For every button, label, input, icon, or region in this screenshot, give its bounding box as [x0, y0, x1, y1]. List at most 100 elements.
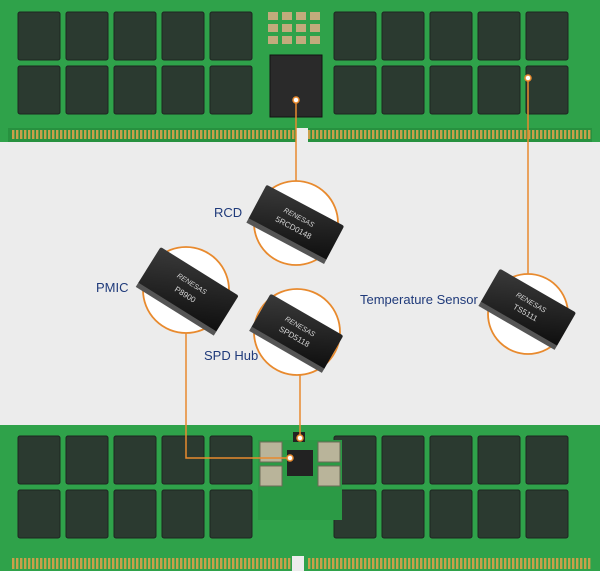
gold-contact	[376, 130, 379, 139]
gold-contact	[544, 130, 547, 139]
gold-contact	[448, 558, 451, 569]
gold-contact	[476, 558, 479, 569]
gold-contact	[104, 558, 107, 569]
callout-dots	[286, 74, 532, 462]
gold-contact	[80, 558, 83, 569]
dram-chip	[65, 435, 109, 485]
dram-chip	[17, 11, 61, 61]
gold-contact	[548, 558, 551, 569]
gold-contact	[168, 130, 171, 139]
gold-contact	[132, 130, 135, 139]
gold-contact	[244, 130, 247, 139]
gold-contact	[244, 558, 247, 569]
gold-contact	[444, 130, 447, 139]
gold-contact	[116, 130, 119, 139]
gold-contact	[12, 130, 15, 139]
gold-contact	[208, 130, 211, 139]
gold-contact	[188, 558, 191, 569]
gold-contact	[148, 130, 151, 139]
gold-contact	[208, 558, 211, 569]
gold-contact	[540, 130, 543, 139]
temperature-sensor-chip: RENESAS TS5111	[478, 269, 576, 350]
gold-contact	[144, 558, 147, 569]
gold-contact	[328, 558, 331, 569]
dram-chip	[429, 489, 473, 539]
dram-chip	[333, 65, 377, 115]
gold-contact	[432, 130, 435, 139]
gold-contact	[64, 558, 67, 569]
gold-contact	[548, 130, 551, 139]
gold-contact	[472, 558, 475, 569]
gold-contact	[176, 130, 179, 139]
gold-contact	[20, 130, 23, 139]
gold-contact	[232, 558, 235, 569]
gold-contact	[40, 130, 43, 139]
gold-contact	[308, 130, 311, 139]
gold-contact	[496, 130, 499, 139]
gold-contact	[484, 130, 487, 139]
gold-contact	[92, 130, 95, 139]
gold-contact	[536, 558, 539, 569]
gold-contact	[396, 130, 399, 139]
gold-contact	[248, 130, 251, 139]
gold-contact	[216, 558, 219, 569]
rcd-chip: RENESAS 5RCD0148	[246, 185, 344, 264]
gold-contact	[200, 130, 203, 139]
dram-chip	[161, 435, 205, 485]
gold-contact	[372, 558, 375, 569]
gold-contact	[420, 130, 423, 139]
gold-contact	[412, 130, 415, 139]
gold-contact	[400, 558, 403, 569]
dram-chip	[209, 11, 253, 61]
gold-contact	[196, 558, 199, 569]
gold-contact	[424, 130, 427, 139]
gold-contact	[196, 130, 199, 139]
gold-contact	[124, 558, 127, 569]
gold-contact	[496, 558, 499, 569]
dram-chip	[209, 65, 253, 115]
gold-contact	[560, 130, 563, 139]
gold-contact	[156, 130, 159, 139]
gold-contact	[588, 558, 591, 569]
gold-contact	[200, 558, 203, 569]
gold-contact	[472, 130, 475, 139]
gold-contact	[568, 130, 571, 139]
dram-chip	[113, 489, 157, 539]
gold-contact	[424, 558, 427, 569]
gold-contact	[56, 558, 59, 569]
gold-contact	[172, 558, 175, 569]
gold-contact	[132, 558, 135, 569]
bottom-pmic-chip	[287, 450, 313, 476]
gold-contact	[72, 130, 75, 139]
gold-contact	[384, 558, 387, 569]
gold-contact	[36, 558, 39, 569]
gold-contact	[564, 130, 567, 139]
gold-contact	[268, 130, 271, 139]
gold-contact	[48, 130, 51, 139]
top-rcd-passives	[268, 12, 320, 44]
gold-contact	[460, 130, 463, 139]
gold-contact	[316, 558, 319, 569]
gold-contact	[524, 558, 527, 569]
gold-contact	[508, 130, 511, 139]
gold-contact	[28, 558, 31, 569]
gold-contact	[380, 130, 383, 139]
gold-contact	[260, 558, 263, 569]
gold-contact	[336, 130, 339, 139]
gold-contact	[480, 130, 483, 139]
gold-contact	[444, 558, 447, 569]
gold-contact	[76, 130, 79, 139]
gold-contact	[164, 130, 167, 139]
dram-chip	[525, 11, 569, 61]
gold-contact	[308, 558, 311, 569]
gold-contact	[100, 130, 103, 139]
gold-contact	[268, 558, 271, 569]
gold-contact	[112, 130, 115, 139]
pmic-label: PMIC	[96, 280, 129, 295]
gold-contact	[364, 130, 367, 139]
gold-contact	[488, 130, 491, 139]
gold-contact	[152, 130, 155, 139]
gold-contact	[288, 558, 291, 569]
gold-contact	[348, 130, 351, 139]
gold-contact	[44, 130, 47, 139]
